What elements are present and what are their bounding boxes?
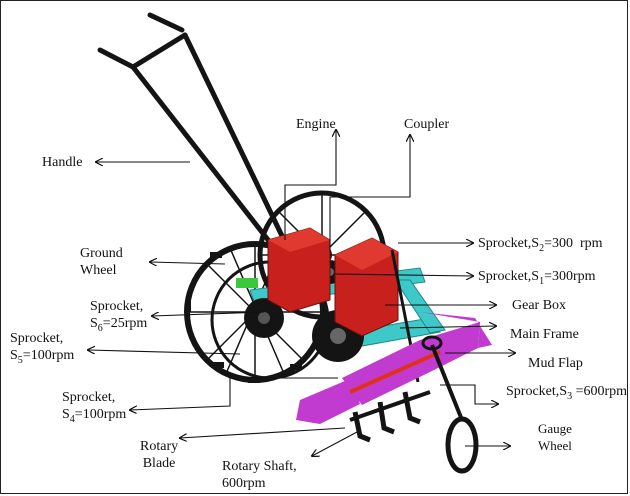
- engine-block: [268, 228, 330, 312]
- label-rotary-blade-line2: Blade: [143, 456, 176, 471]
- label-rotary-shaft-line1: Rotary Shaft,: [222, 459, 297, 474]
- label-sprocket-s6-rpm: =25rpm: [103, 316, 147, 331]
- gear-box-block: [335, 238, 398, 336]
- label-rotary-blade-line1: Rotary: [140, 439, 178, 454]
- label-gauge-wheel: Gauge Wheel: [538, 420, 572, 454]
- label-sprocket-s4-line1: Sprocket,: [62, 390, 115, 405]
- label-sprocket-s3-text: Sprocket,S: [506, 384, 567, 399]
- label-coupler: Coupler: [404, 116, 449, 133]
- label-sprocket-s6: Sprocket, S6=25rpm: [90, 298, 147, 332]
- label-rotary-blade: Rotary Blade: [140, 438, 178, 472]
- label-sprocket-s2-rpm: =300 rpm: [544, 236, 602, 251]
- label-rotary-shaft-line2: 600rpm: [222, 476, 266, 491]
- label-gauge-wheel-line2: Wheel: [538, 438, 572, 453]
- label-sprocket-s3: Sprocket,S3 =600rpm: [506, 383, 627, 400]
- label-gauge-wheel-line1: Gauge: [538, 421, 572, 436]
- label-engine: Engine: [296, 116, 336, 133]
- green-lever: [236, 278, 258, 288]
- label-ground-wheel-line1: Ground: [80, 246, 123, 261]
- label-sprocket-s5-line1: Sprocket,: [10, 331, 63, 346]
- label-rotary-shaft: Rotary Shaft, 600rpm: [222, 458, 297, 492]
- label-sprocket-s4-rpm: =100rpm: [75, 407, 126, 422]
- label-sprocket-s2-text: Sprocket,S: [478, 236, 539, 251]
- label-ground-wheel-line2: Wheel: [80, 263, 117, 278]
- label-sprocket-s2: Sprocket,S2=300 rpm: [478, 235, 603, 252]
- label-sprocket-s4-s: S: [62, 407, 70, 422]
- label-gear-box: Gear Box: [512, 297, 566, 314]
- label-sprocket-s5-rpm: =100rpm: [23, 348, 74, 363]
- label-sprocket-s1: Sprocket,S1=300rpm: [478, 268, 596, 285]
- label-handle: Handle: [42, 154, 82, 171]
- label-sprocket-s6-s: S: [90, 316, 98, 331]
- label-sprocket-s5-s: S: [10, 348, 18, 363]
- handle-frame: [100, 15, 283, 245]
- label-sprocket-s5: Sprocket, S5=100rpm: [10, 330, 74, 364]
- label-sprocket-s6-line1: Sprocket,: [90, 299, 143, 314]
- label-sprocket-s1-rpm: =300rpm: [544, 269, 595, 284]
- label-mud-flap: Mud Flap: [528, 355, 583, 372]
- label-sprocket-s4: Sprocket, S4=100rpm: [62, 389, 126, 423]
- label-sprocket-s3-rpm: =600rpm: [572, 384, 627, 399]
- label-ground-wheel: Ground Wheel: [80, 245, 123, 279]
- label-main-frame: Main Frame: [510, 326, 579, 343]
- label-sprocket-s1-text: Sprocket,S: [478, 269, 539, 284]
